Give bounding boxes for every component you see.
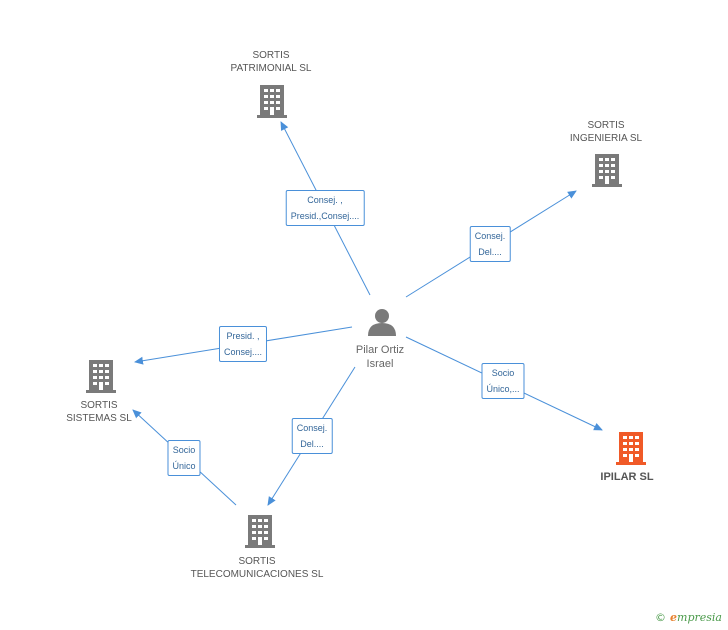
brand-initial: e [670,611,678,624]
brand-footer: ©empresia [655,611,722,624]
building-icon-telecom[interactable] [245,515,275,548]
company-name-line: PATRIMONIAL SL [230,63,312,74]
role-line: Consej.... [223,347,263,357]
company-label-sistemas[interactable]: SORTIS SISTEMAS SL [66,399,132,425]
company-label-ipilar[interactable]: IPILAR SL [600,471,653,484]
building-icon-patrimonial[interactable] [257,85,287,118]
company-name-line: INGENIERIA SL [569,133,643,144]
role-line: Consej. [296,423,328,433]
role-line: Consej. , [307,195,343,205]
role-line: Consej. [474,231,506,241]
company-label-patrimonial[interactable]: SORTIS PATRIMONIAL SL [231,49,312,75]
brand-name: mpresia [677,611,722,624]
person-name-line: Israel [366,358,394,370]
role-line: Presid. , [226,331,260,341]
company-name-line: SORTIS [80,400,118,411]
edge-role-telecom-sistemas[interactable]: Socio Único [167,440,201,476]
role-line: Del.... [478,247,502,257]
copyright-symbol: © [655,611,667,624]
role-line: Socio [491,368,515,378]
person-label[interactable]: Pilar Ortiz Israel [356,343,404,371]
building-icon-ipilar[interactable] [616,432,646,465]
company-label-telecom[interactable]: SORTIS TELECOMUNICACIONES SL [191,555,324,581]
role-line: Presid.,Consej.... [290,211,360,221]
role-line: Socio [172,445,196,455]
company-name-line: SORTIS [252,50,290,61]
edge-role-ingenieria[interactable]: Consej. Del.... [469,226,511,262]
company-name-line: SISTEMAS SL [66,413,132,424]
company-name-line: SORTIS [238,556,276,567]
company-name-line: IPILAR SL [600,471,654,483]
company-name-line: SORTIS [587,120,625,131]
edge-role-patrimonial[interactable]: Consej. , Presid.,Consej.... [285,190,365,226]
person-icon[interactable] [368,309,396,336]
edge-role-telecom[interactable]: Consej. Del.... [291,418,333,454]
role-line: Único [172,461,196,471]
company-label-ingenieria[interactable]: SORTIS INGENIERIA SL [570,119,642,145]
role-line: Único,... [486,384,520,394]
edge-role-ipilar[interactable]: Socio Único,... [481,363,525,399]
role-line: Del.... [300,439,324,449]
edge-role-sistemas[interactable]: Presid. , Consej.... [218,326,268,362]
person-name-line: Pilar Ortiz [355,344,405,356]
building-icon-ingenieria[interactable] [592,154,622,187]
company-name-line: TELECOMUNICACIONES SL [190,569,324,580]
building-icon-sistemas[interactable] [86,360,116,393]
